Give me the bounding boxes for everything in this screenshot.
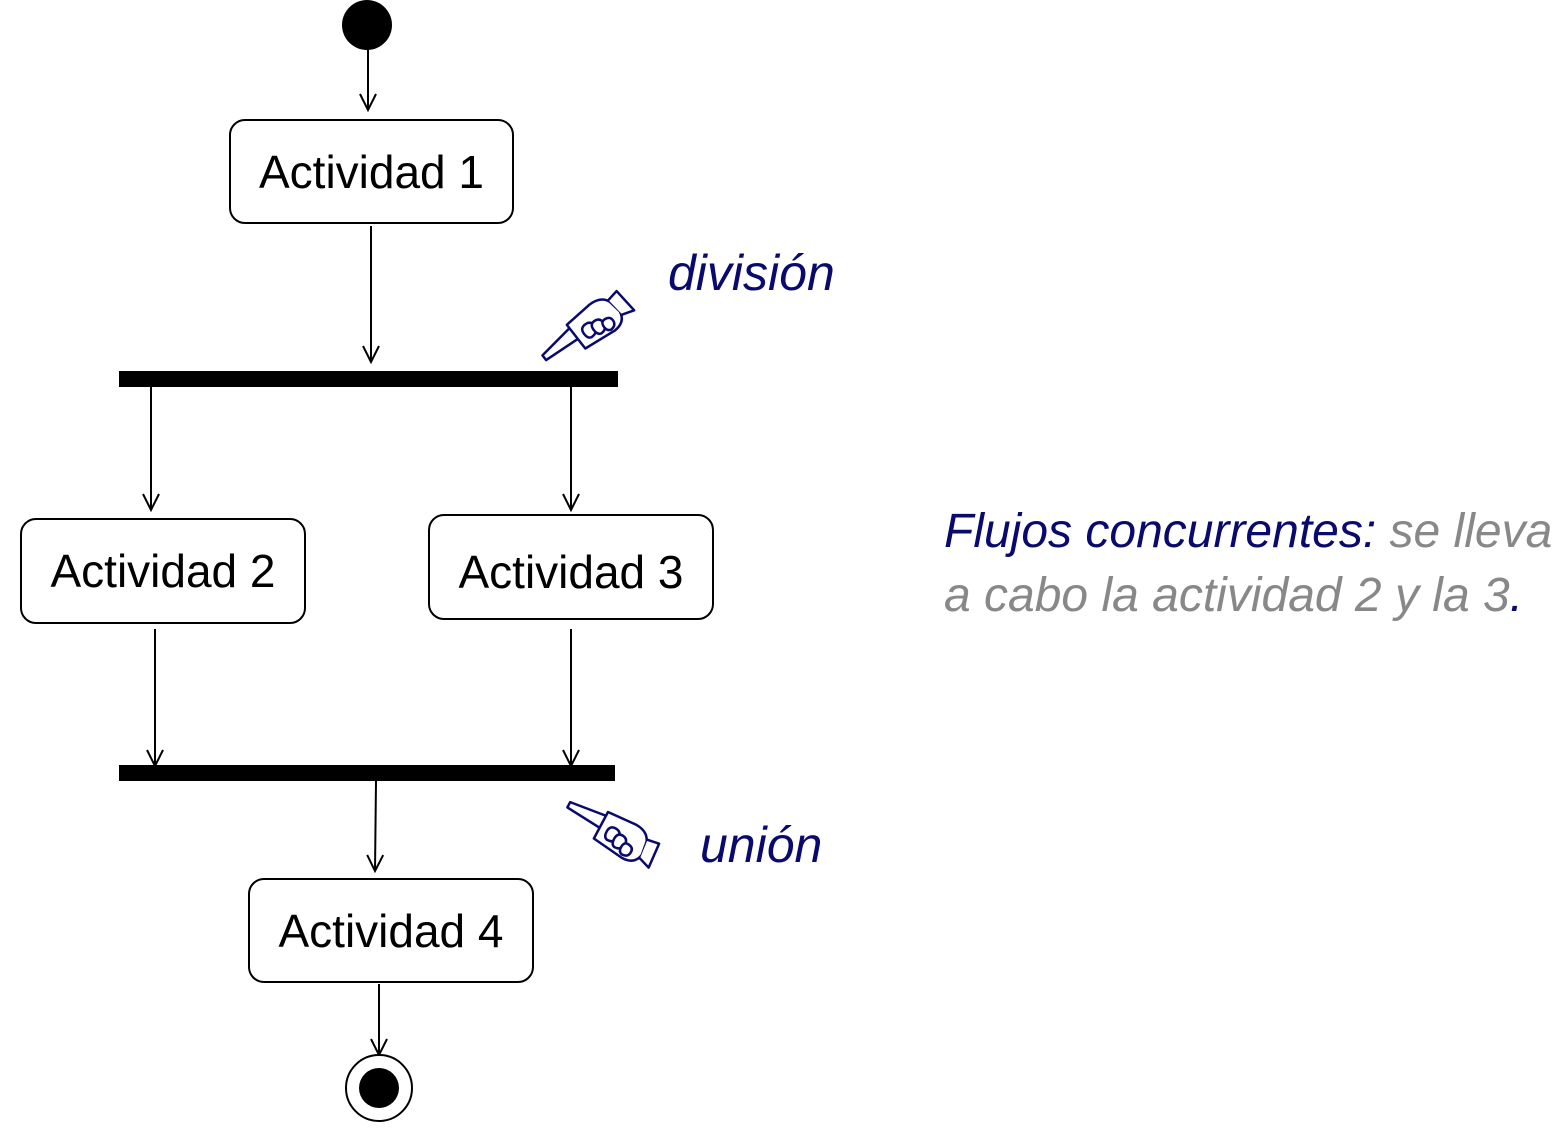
activity-3-label: Actividad 3 [458,546,684,598]
join-note-label: unión [700,817,823,873]
initial-node [342,0,392,50]
activity-3: Actividad 3 [428,514,714,620]
edge-join-to-activity-4 [375,780,376,871]
join-bar [119,765,615,781]
activity-2-label: Actividad 2 [50,545,276,597]
activity-4-label: Actividad 4 [278,904,504,957]
concurrency-description: Flujos concurrentes: se lleva a cabo la … [944,500,1564,628]
activity-4: Actividad 4 [248,878,534,983]
fork-note-label: división [668,245,835,301]
description-heading: Flujos concurrentes: [944,505,1377,558]
fork-bar [119,371,618,387]
pointing-hand-icon [566,800,661,869]
activity-1-label: Actividad 1 [258,145,484,198]
activity-2: Actividad 2 [20,518,306,624]
pointing-hand-icon [541,289,636,362]
final-node [345,1054,413,1122]
activity-1: Actividad 1 [229,119,514,224]
description-body: se lleva a cabo la actividad 2 y la 3 [944,505,1553,622]
description-end: . [1509,569,1524,622]
